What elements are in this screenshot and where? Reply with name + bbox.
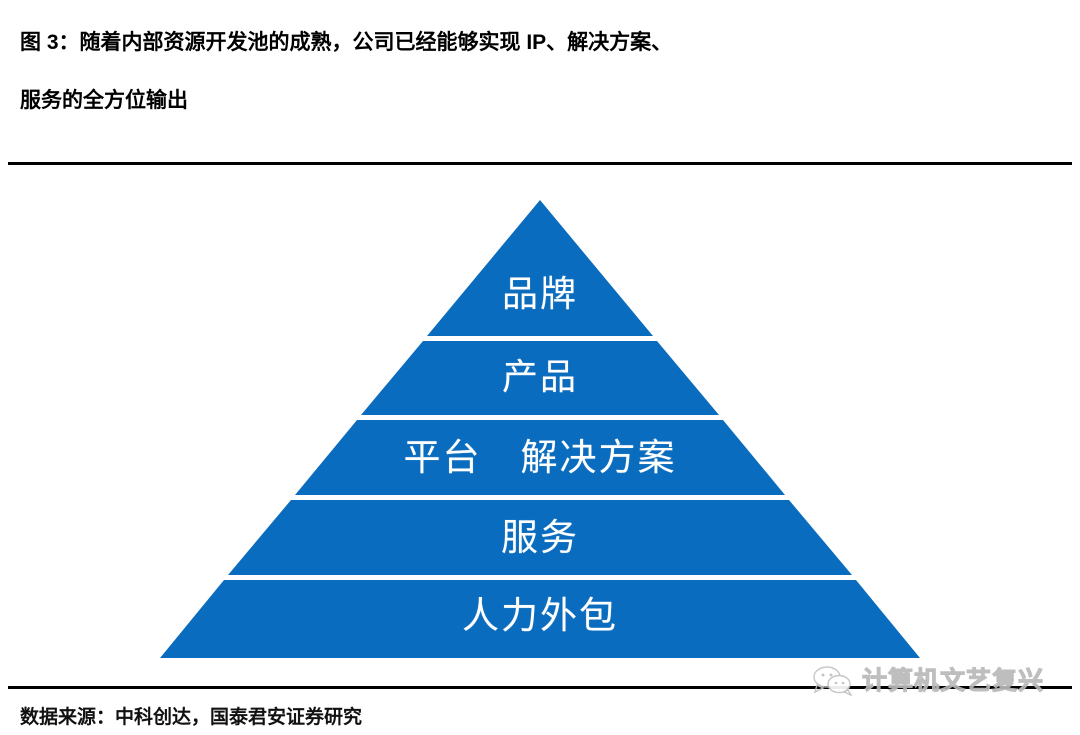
- watermark-text: 计算机文艺复兴: [861, 666, 1045, 695]
- watermark: 计算机文艺复兴: [812, 658, 1062, 704]
- pyramid-tier-5-label: 人力外包: [462, 596, 618, 637]
- header-divider: [8, 162, 1072, 165]
- pyramid-tier-5-shape: [160, 580, 920, 658]
- wechat-bubble-icon: [812, 665, 856, 697]
- pyramid-tier-4-label: 服务: [501, 518, 579, 559]
- pyramid-tier-3-shape: [295, 420, 785, 495]
- source-note: 数据来源：中科创达，国泰君安证券研究: [20, 707, 363, 728]
- pyramid-tier-2-label: 产品: [501, 357, 578, 397]
- pyramid-tier-1-shape: [427, 200, 653, 336]
- footer-divider: [8, 686, 1072, 689]
- figure-title: 图 3：随着内部资源开发池的成熟，公司已经能够实现 IP、解决方案、 服务的全方…: [20, 31, 673, 112]
- pyramid-tier-3-label: 平台 解决方案: [403, 438, 677, 479]
- pyramid-tier-4-shape: [228, 500, 852, 575]
- pyramid-tier-2-shape: [361, 341, 719, 415]
- pyramid-tier-1-label: 品牌: [501, 274, 578, 314]
